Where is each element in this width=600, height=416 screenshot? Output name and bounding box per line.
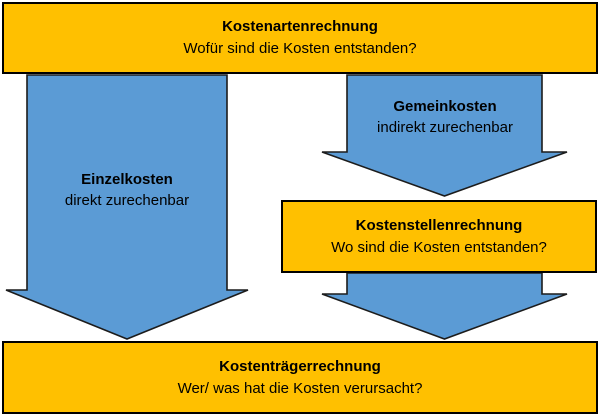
- gemeinkosten-label: Gemeinkosten indirekt zurechenbar: [347, 96, 543, 138]
- kostentraegerrechnung-question: Wer/ was hat die Kosten verursacht?: [177, 379, 423, 397]
- box-kostentraegerrechnung: Kostenträgerrechnung Wer/ was hat die Ko…: [2, 341, 598, 414]
- kostenartenrechnung-question: Wofür sind die Kosten entstanden?: [183, 40, 417, 57]
- einzelkosten-subtitle: direkt zurechenbar: [64, 192, 190, 209]
- gemeinkosten-title: Gemeinkosten: [393, 98, 497, 115]
- einzelkosten-label: Einzelkosten direkt zurechenbar: [27, 169, 227, 211]
- kostenstellenrechnung-question: Wo sind die Kosten entstanden?: [331, 238, 547, 256]
- gemeinkosten-subtitle: indirekt zurechenbar: [377, 119, 513, 136]
- kostentraegerrechnung-title: Kostenträgerrechnung: [219, 357, 381, 375]
- box-kostenstellenrechnung: Kostenstellenrechnung Wo sind die Kosten…: [281, 200, 597, 273]
- gemeinkosten-down-arrow: [321, 74, 568, 197]
- einzelkosten-down-arrow: [5, 74, 249, 340]
- einzelkosten-title: Einzelkosten: [81, 171, 173, 188]
- kostenartenrechnung-title: Kostenartenrechnung: [222, 18, 378, 35]
- kostenstellenrechnung-title: Kostenstellenrechnung: [355, 216, 523, 234]
- kostenstellen-to-kostentraeger-down-arrow: [321, 272, 568, 340]
- box-kostenartenrechnung: Kostenartenrechnung Wofür sind die Koste…: [2, 2, 598, 74]
